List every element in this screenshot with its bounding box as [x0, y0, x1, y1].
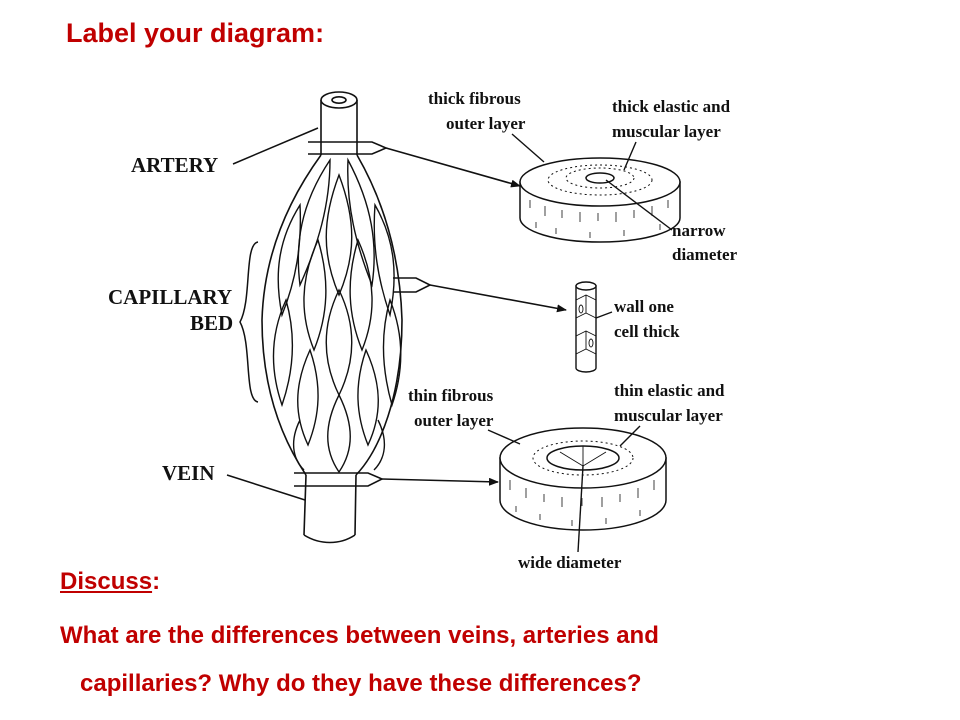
label-wall-one-2: cell thick	[614, 322, 680, 341]
capillary-bed-outline-left	[261, 154, 322, 476]
vein-section-labels: thin fibrous outer layer thin elastic an…	[408, 381, 725, 572]
label-wall-one-1: wall one	[614, 297, 674, 316]
label-thin-elastic-1: thin elastic and	[614, 381, 725, 400]
capillary-loops	[272, 157, 402, 474]
artery-opening	[320, 91, 358, 109]
vessel-network	[261, 91, 403, 544]
artery-tube	[320, 100, 358, 155]
label-vein: VEIN	[162, 461, 215, 485]
label-thick-elastic-2: muscular layer	[612, 122, 721, 141]
slide-title: Label your diagram:	[66, 18, 325, 48]
label-artery: ARTERY	[131, 153, 218, 177]
label-capillary-bed-2: BED	[190, 311, 233, 335]
artery-lumen	[585, 172, 615, 184]
left-labels: ARTERY CAPILLARY BED VEIN	[108, 127, 319, 501]
capillary-segment	[575, 281, 597, 373]
discussion-question-line-1: What are the differences between veins, …	[60, 622, 659, 649]
label-wide-diameter: wide diameter	[518, 553, 622, 572]
capillary-bed-outline-right	[355, 154, 403, 476]
discuss-colon: :	[152, 568, 161, 595]
label-thin-fibrous-2: outer layer	[414, 411, 494, 430]
label-thick-fibrous-2: outer layer	[446, 114, 526, 133]
discussion-question-line-2: capillaries? Why do they have these diff…	[80, 670, 642, 697]
discuss-heading: Discuss:	[60, 568, 160, 596]
capillary-brace	[239, 241, 259, 403]
artery-section-labels: thick fibrous outer layer thick elastic …	[428, 89, 738, 264]
label-thin-fibrous-1: thin fibrous	[408, 386, 494, 405]
label-narrow-diameter-1: narrow	[672, 221, 726, 240]
vein-tube	[303, 474, 357, 536]
label-thin-elastic-2: muscular layer	[614, 406, 723, 425]
discuss-word: Discuss	[60, 568, 153, 595]
artery-cross-section	[519, 157, 681, 243]
label-thick-fibrous-1: thick fibrous	[428, 89, 521, 108]
section-pointers	[294, 141, 567, 487]
blood-vessel-diagram: ARTERY CAPILLARY BED VEIN thick fibrous …	[108, 89, 738, 572]
label-narrow-diameter-2: diameter	[672, 245, 738, 264]
label-capillary-bed-1: CAPILLARY	[108, 285, 232, 309]
capillary-section-labels: wall one cell thick	[595, 297, 680, 341]
label-thick-elastic-1: thick elastic and	[612, 97, 731, 116]
vein-cross-section	[499, 427, 667, 531]
